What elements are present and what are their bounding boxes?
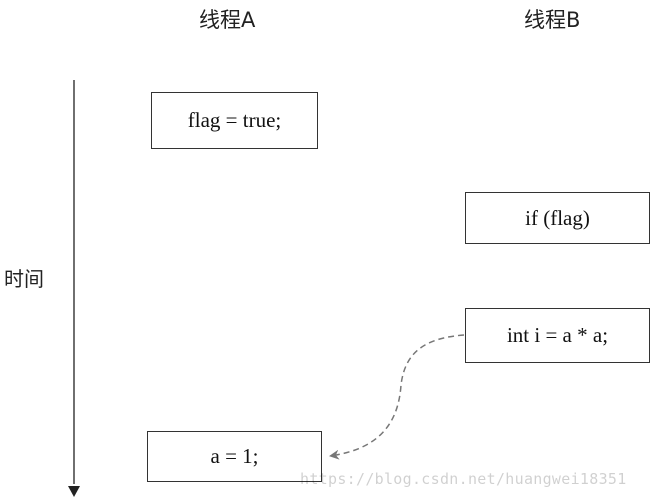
arrow-down-icon: [68, 486, 80, 497]
code-box-flag-true: flag = true;: [151, 92, 318, 149]
code-flag-true-text: flag = true;: [187, 108, 282, 132]
code-box-a-eq-1: a = 1;: [147, 431, 322, 482]
watermark-text: https://blog.csdn.net/huangwei18351: [300, 470, 627, 488]
dashed-curved-arrow-icon: [329, 334, 465, 460]
time-axis-label: 时间: [4, 267, 44, 291]
code-a-eq-1-text: a = 1;: [210, 444, 259, 468]
thread-b-header: 线程B: [524, 8, 581, 32]
code-box-if-flag: if (flag): [465, 192, 650, 244]
thread-a-header: 线程A: [199, 8, 256, 32]
code-int-i-text: int i = a * a;: [506, 323, 609, 347]
code-if-flag-text: if (flag): [525, 205, 590, 230]
code-box-int-i: int i = a * a;: [465, 308, 650, 363]
